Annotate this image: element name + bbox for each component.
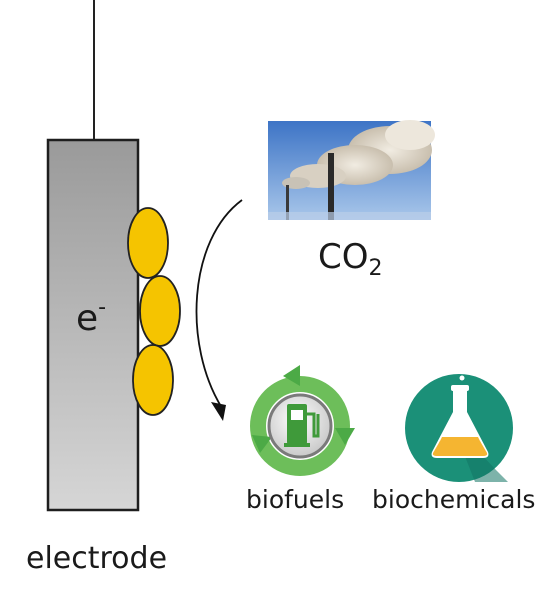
flask-icon	[405, 365, 513, 482]
biofuels-label: biofuels	[246, 485, 344, 514]
electrode-label: electrode	[26, 541, 167, 576]
microbe-cluster	[127, 207, 181, 416]
electrode-bar	[46, 138, 140, 512]
fuel-pump-recycle-icon	[250, 365, 355, 476]
microbe-2	[139, 275, 181, 347]
arrow-head	[211, 402, 226, 421]
biochemicals-label: biochemicals	[372, 485, 535, 514]
smokestack-photo	[268, 120, 435, 220]
co2-label: CO2	[318, 237, 383, 281]
microbe-3	[132, 344, 174, 416]
electron-label: e-	[76, 295, 106, 339]
microbe-1	[127, 207, 169, 279]
conversion-arrow	[195, 199, 243, 409]
